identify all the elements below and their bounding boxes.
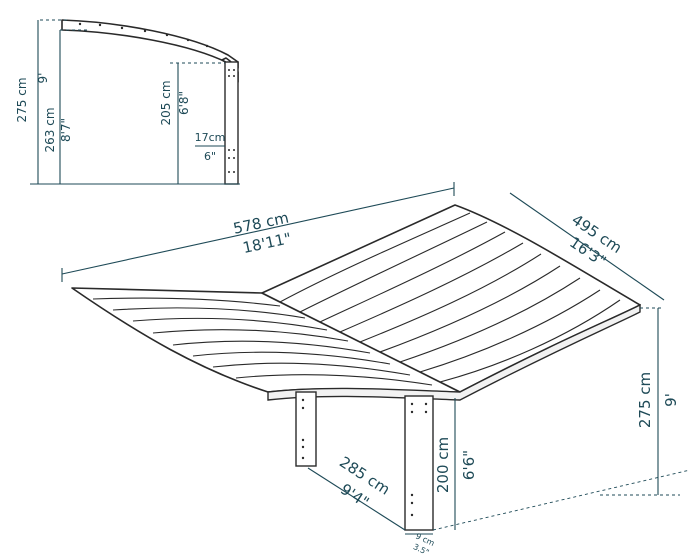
side-post [224,61,239,185]
front-beam [267,303,641,401]
side-inner-height-ft: 8'7" [59,118,73,142]
side-total-height-ft: 9' [36,73,50,84]
side-roof-ribs [78,22,209,48]
post-height-cm: 200 cm [434,437,452,493]
width-dim-line [509,192,665,301]
side-clearance-cm: 205 cm [159,80,173,125]
side-view: 275 cm 9' 263 cm 8'7" 205 cm 6'8" 17cm 6… [15,19,240,185]
height-ft: 9' [662,393,680,407]
ground-guide [432,469,691,531]
side-inner-height-cm: 263 cm [43,107,57,152]
side-total-height-cm: 275 cm [15,77,29,122]
length-dim-line [61,187,455,275]
left-post-bolts [301,398,305,460]
right-post [404,395,434,531]
side-post-bolts [228,69,235,173]
post-height-ft: 6'6" [460,450,478,480]
left-wing-panels [92,297,433,386]
right-post-bolts [410,402,428,517]
side-depth-ft: 6" [204,150,216,163]
right-wing-panels [279,212,621,383]
side-roof-arch [61,19,239,69]
height-cm: 275 cm [636,372,654,428]
side-clearance-ft: 6'8" [177,91,191,115]
left-post [295,391,317,467]
main-view: 578 cm 18'11" 495 cm 16'3" 275 cm 9' 200… [61,182,691,557]
side-depth-cm: 17cm [195,131,226,144]
post-spacing-dim-line [307,467,406,531]
